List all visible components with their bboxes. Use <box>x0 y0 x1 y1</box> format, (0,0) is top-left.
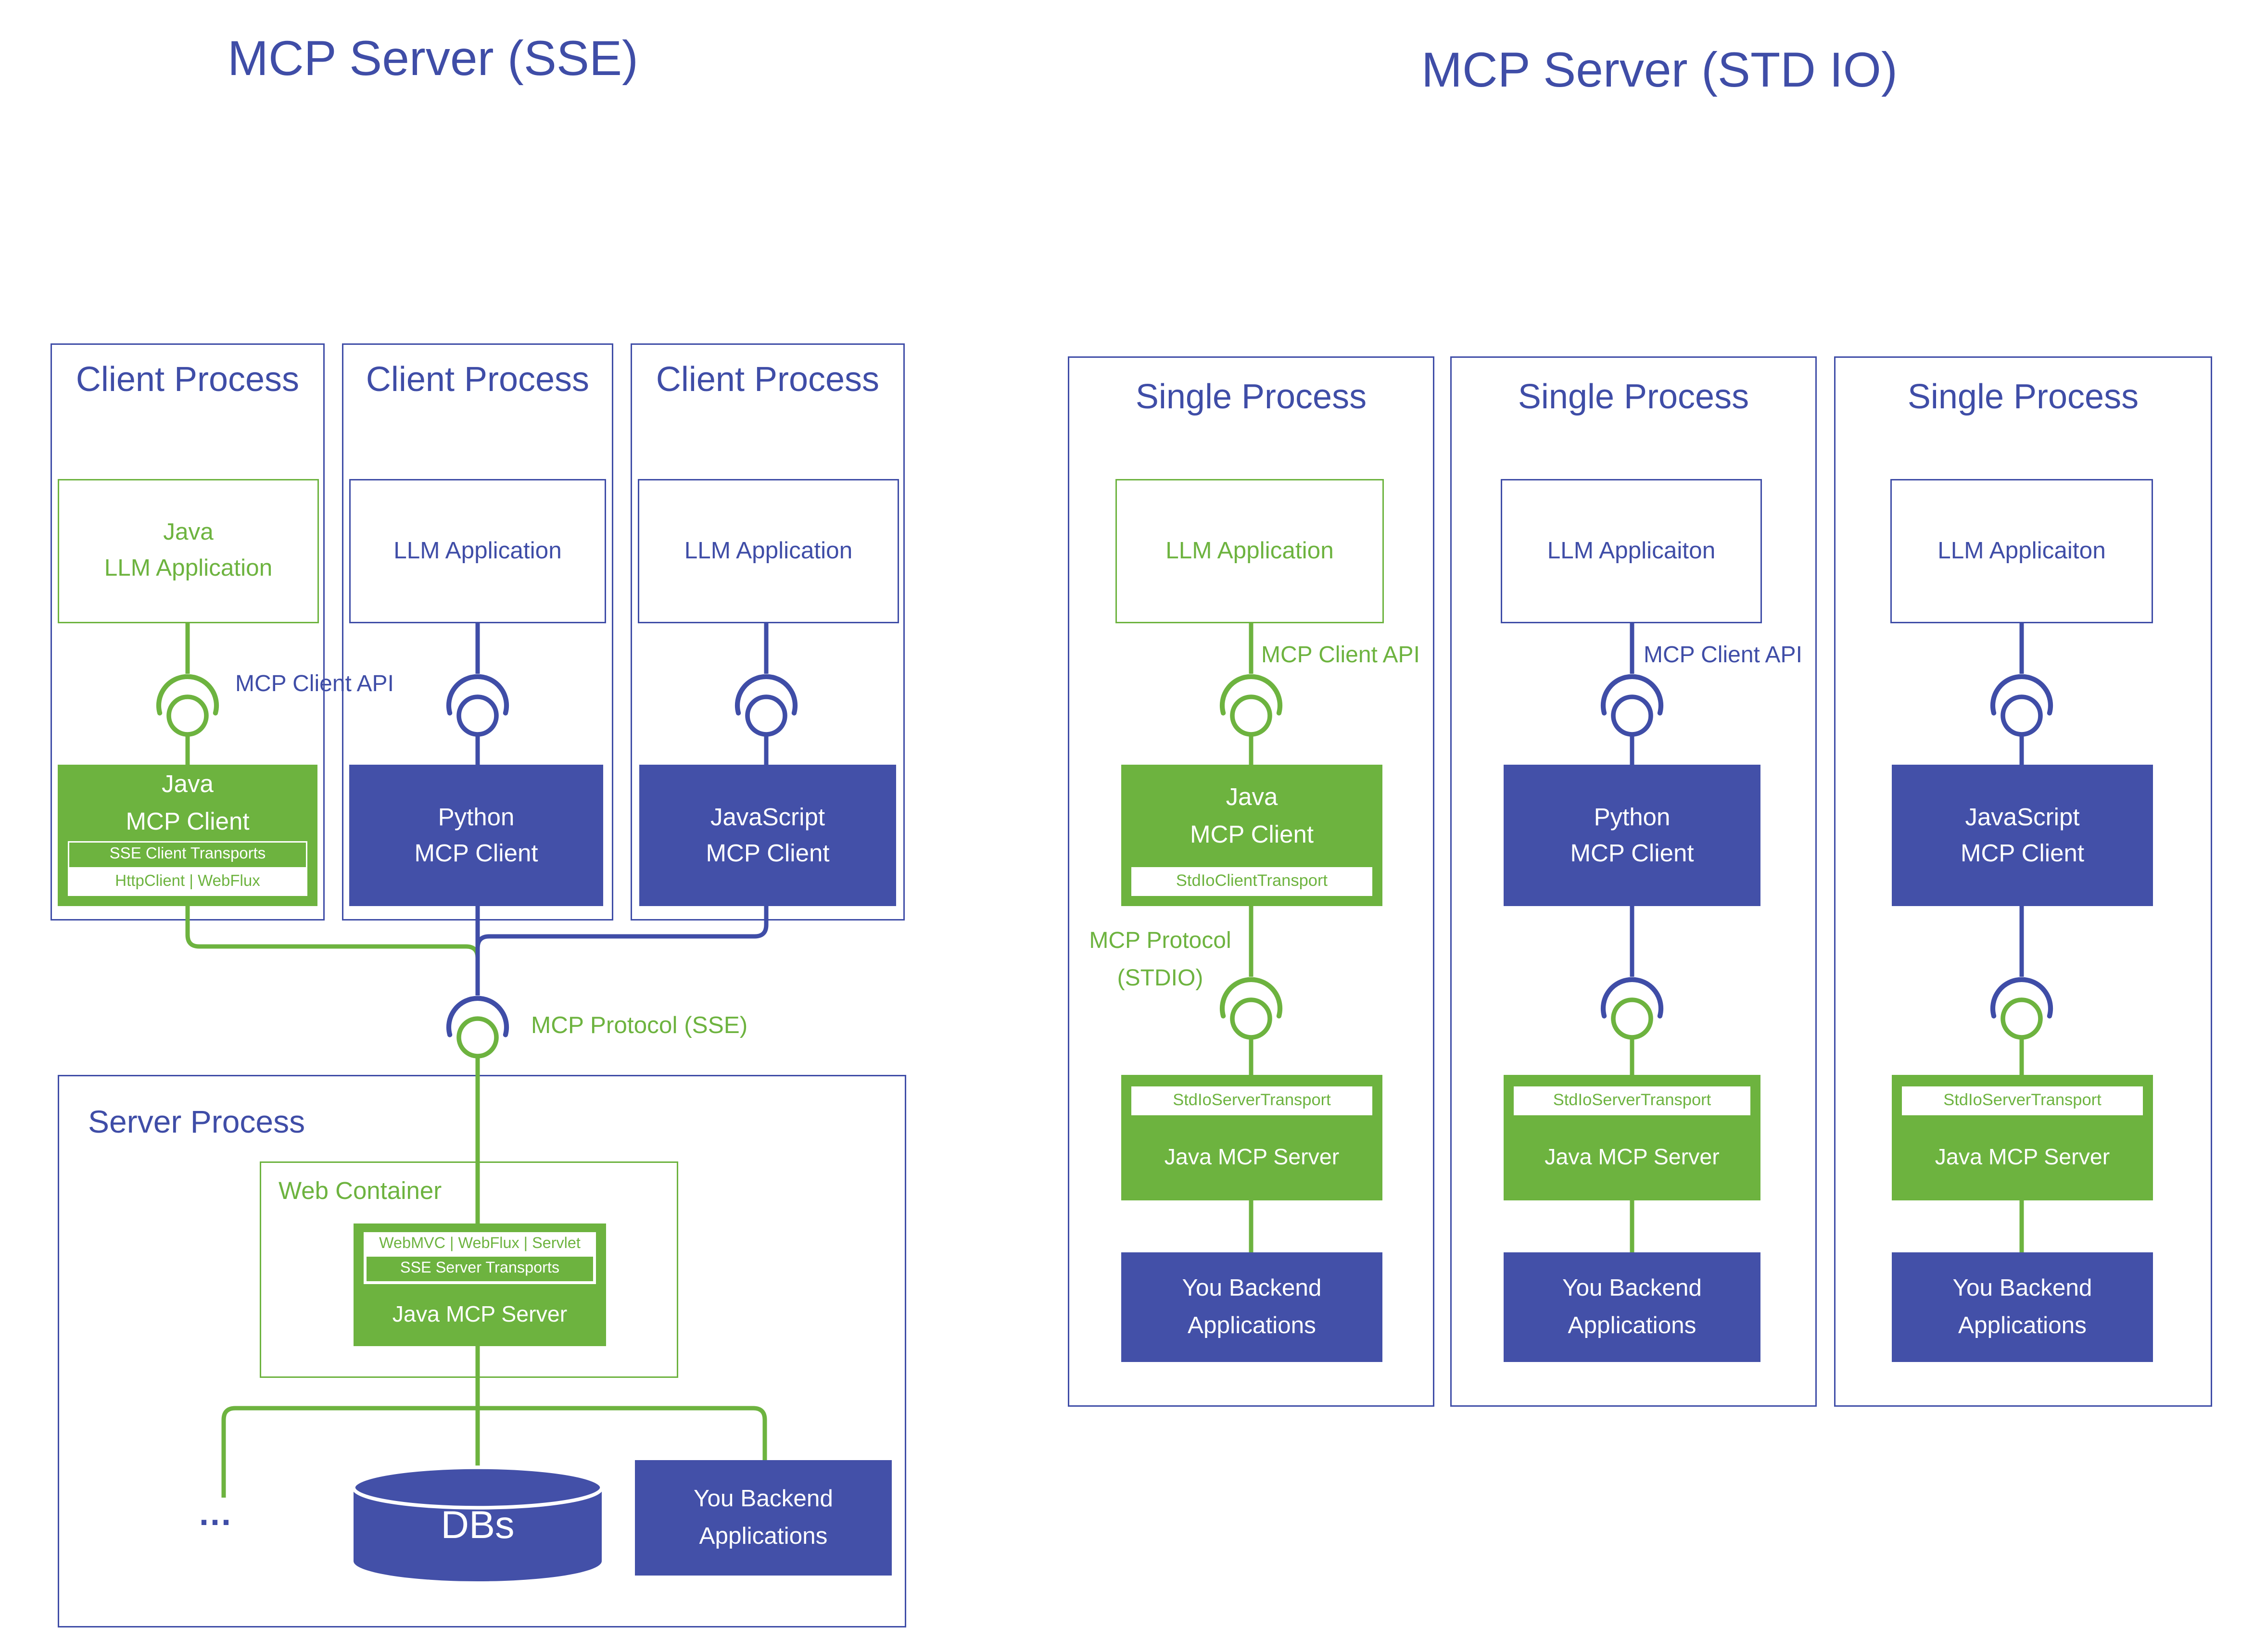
web-container-title: Web Container <box>279 1177 442 1205</box>
client-process-title: Client Process <box>366 361 590 400</box>
single-process-title: Single Process <box>1518 378 1749 417</box>
python-mcp-client-box: Python MCP Client <box>1504 765 1760 906</box>
llm-app-line: LLM Application <box>393 537 562 564</box>
backend-line: Applications <box>1188 1313 1316 1339</box>
java-mcp-server-box: StdIoServerTransport Java MCP Server <box>1504 1075 1760 1200</box>
transports-row: SSE Server Transports <box>367 1257 593 1281</box>
mcp-client-line: Python <box>1594 803 1671 831</box>
client-process-title: Client Process <box>76 361 300 400</box>
protocol-label-line: (STDIO) <box>1117 967 1203 991</box>
mcp-client-line: MCP Client <box>706 840 830 867</box>
backend-line: You Backend <box>1182 1275 1322 1301</box>
stdio-server-transport-strip: StdIoServerTransport <box>1131 1086 1372 1115</box>
single-process-title: Single Process <box>1907 378 2139 417</box>
java-mcp-server-box: StdIoServerTransport Java MCP Server <box>1892 1075 2153 1200</box>
mcp-client-line: Java <box>162 770 214 798</box>
server-process-title: Server Process <box>88 1104 305 1140</box>
stdio-server-transport-strip: StdIoServerTransport <box>1902 1086 2143 1115</box>
mcp-protocol-socket-ball-icon <box>446 996 509 1223</box>
backend-line: Applications <box>1568 1313 1697 1339</box>
llm-app-line: Java <box>163 519 214 545</box>
java-mcp-server-label: Java MCP Server <box>1545 1145 1720 1170</box>
java-mcp-server-box: StdIoServerTransport Java MCP Server <box>1121 1075 1382 1200</box>
mcp-client-line: MCP Client <box>1190 820 1314 848</box>
java-mcp-server-label: Java MCP Server <box>1935 1145 2110 1170</box>
mcp-client-line: MCP Client <box>1961 840 2084 867</box>
llm-application-box: LLM Application <box>349 479 606 623</box>
java-mcp-server-box: WebMVC | WebFlux | Servlet SSE Server Tr… <box>354 1223 606 1346</box>
javascript-mcp-client-box: JavaScript MCP Client <box>1892 765 2153 906</box>
backend-applications-box: You Backend Applications <box>1121 1252 1382 1362</box>
database-cylinder-icon <box>352 1465 604 1581</box>
mcp-protocol-sse-label: MCP Protocol (SSE) <box>531 1013 748 1039</box>
backend-applications-box: You Backend Applications <box>1892 1252 2153 1362</box>
backend-line: Applications <box>1958 1313 2087 1339</box>
mcp-client-line: MCP Client <box>414 840 538 867</box>
single-process-title: Single Process <box>1135 378 1367 417</box>
socket-ball-icon <box>1600 623 1664 1252</box>
java-mcp-client-box: Java MCP Client StdIoClientTransport <box>1121 765 1382 906</box>
stdio-server-transport-strip: StdIoServerTransport <box>1514 1086 1750 1115</box>
server-branch-connectors <box>221 1346 767 1498</box>
socket-ball-icon <box>734 623 798 765</box>
mcp-client-line: Python <box>438 803 515 831</box>
java-llm-application-box: Java LLM Application <box>58 479 319 623</box>
socket-ball-icon <box>1990 623 2053 1252</box>
mcp-client-api-label: MCP Client API <box>1261 643 1420 668</box>
mcp-client-line: JavaScript <box>710 803 825 831</box>
llm-app-line: LLM Applicaiton <box>1937 537 2106 564</box>
backend-applications-box: You Backend Applications <box>1504 1252 1760 1362</box>
protocol-label-line: MCP Protocol <box>1089 929 1231 954</box>
mcp-client-line: JavaScript <box>1965 803 2080 831</box>
backend-line: Applications <box>699 1524 828 1550</box>
left-diagram-title: MCP Server (SSE) <box>228 32 638 87</box>
llm-application-box: LLM Applicaiton <box>1890 479 2153 623</box>
backend-line: You Backend <box>694 1486 833 1512</box>
mcp-client-api-label: MCP Client API <box>235 672 394 697</box>
java-mcp-client-box: Java MCP Client SSE Client Transports Ht… <box>58 765 317 906</box>
javascript-mcp-client-box: JavaScript MCP Client <box>639 765 896 906</box>
llm-application-box: LLM Application <box>638 479 899 623</box>
mcp-client-line: Java <box>1226 783 1278 811</box>
socket-ball-icon <box>1219 623 1283 1252</box>
transport-row: SSE Client Transports <box>69 843 306 869</box>
dbs-label: DBs <box>441 1503 515 1547</box>
mcp-client-line: MCP Client <box>1570 840 1694 867</box>
java-mcp-server-label: Java MCP Server <box>392 1302 568 1327</box>
python-mcp-client-box: Python MCP Client <box>349 765 603 906</box>
sse-server-transports-strip: WebMVC | WebFlux | Servlet SSE Server Tr… <box>364 1232 596 1284</box>
llm-app-line: LLM Applicaiton <box>1547 537 1716 564</box>
mcp-client-line: MCP Client <box>126 807 250 835</box>
llm-app-line: LLM Application <box>684 537 853 564</box>
client-process-title: Client Process <box>656 361 880 400</box>
llm-app-line: LLM Application <box>104 555 273 581</box>
llm-application-box: LLM Applicaiton <box>1501 479 1762 623</box>
transport-row: HttpClient | WebFlux <box>69 869 306 895</box>
socket-ball-icon <box>156 623 219 765</box>
backend-line: You Backend <box>1562 1275 1702 1301</box>
frameworks-row: WebMVC | WebFlux | Servlet <box>379 1235 581 1252</box>
backend-line: You Backend <box>1952 1275 2092 1301</box>
stdio-client-transport-strip: StdIoClientTransport <box>1131 867 1372 896</box>
llm-application-box: LLM Application <box>1115 479 1384 623</box>
mcp-protocol-stdio-label: MCP Protocol (STDIO) <box>1072 923 1248 998</box>
right-diagram-title: MCP Server (STD IO) <box>1421 43 1898 98</box>
java-mcp-server-label: Java MCP Server <box>1164 1145 1340 1170</box>
sse-client-transports-strip: SSE Client Transports HttpClient | WebFl… <box>68 841 307 896</box>
socket-ball-icon <box>446 623 509 765</box>
ellipsis-label: ... <box>199 1495 233 1534</box>
client-merge-connectors <box>185 906 769 996</box>
llm-app-line: LLM Application <box>1165 537 1334 564</box>
backend-applications-box: You Backend Applications <box>635 1460 892 1576</box>
mcp-client-api-label: MCP Client API <box>1644 643 1802 668</box>
